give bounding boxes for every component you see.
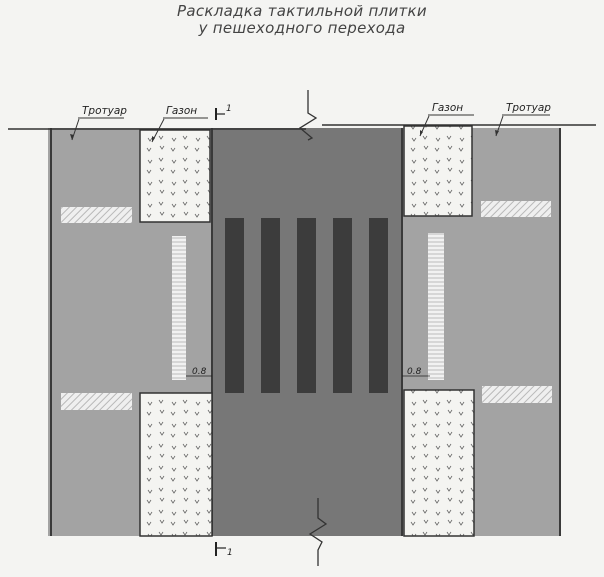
tactile-tile-right-bottom: [482, 386, 552, 403]
lawn-top-right: [403, 125, 473, 217]
svg-text:1: 1: [227, 548, 233, 558]
svg-text:Газон: Газон: [432, 102, 463, 114]
crosswalk-stripes: [225, 218, 388, 393]
label-lawn-left: Газон: [151, 105, 208, 143]
break-line-top: [298, 90, 318, 141]
crosswalk-stripe: [369, 218, 388, 393]
tactile-tile-left-top: [61, 207, 132, 223]
label-sidewalk-right: Тротуар: [495, 102, 551, 137]
title-line-1: Раскладка тактильной плитки: [177, 2, 427, 20]
section-mark-top: 1: [215, 104, 232, 120]
tactile-tile-right-curb: [428, 233, 444, 380]
dimension-right: 0.8: [402, 367, 430, 377]
tactile-tile-left-bottom: [61, 393, 132, 410]
label-sidewalk-left: Тротуар: [70, 105, 127, 141]
svg-text:Тротуар: Тротуар: [82, 105, 127, 117]
svg-text:0.8: 0.8: [407, 367, 422, 377]
tactile-tile-left-curb: [172, 236, 186, 380]
section-mark-bottom: 1: [215, 542, 233, 558]
crosswalk-stripe: [297, 218, 316, 393]
crosswalk-stripe: [261, 218, 280, 393]
lawn-top-left: [139, 129, 211, 223]
tactile-tile-right-top: [481, 201, 551, 217]
svg-text:1: 1: [226, 104, 232, 114]
lawn-bottom-right: [403, 389, 475, 537]
crosswalk-stripe: [225, 218, 244, 393]
break-line-bottom: [308, 498, 328, 566]
label-lawn-right: Газон: [419, 102, 474, 137]
title-line-2: у пешеходного перехода: [198, 19, 406, 37]
svg-text:Тротуар: Тротуар: [506, 102, 551, 114]
crosswalk-stripe: [333, 218, 352, 393]
svg-text:Газон: Газон: [166, 105, 197, 117]
svg-text:0.8: 0.8: [192, 367, 207, 377]
dimension-left: 0.8: [186, 367, 212, 377]
lawn-bottom-left: [139, 392, 213, 537]
